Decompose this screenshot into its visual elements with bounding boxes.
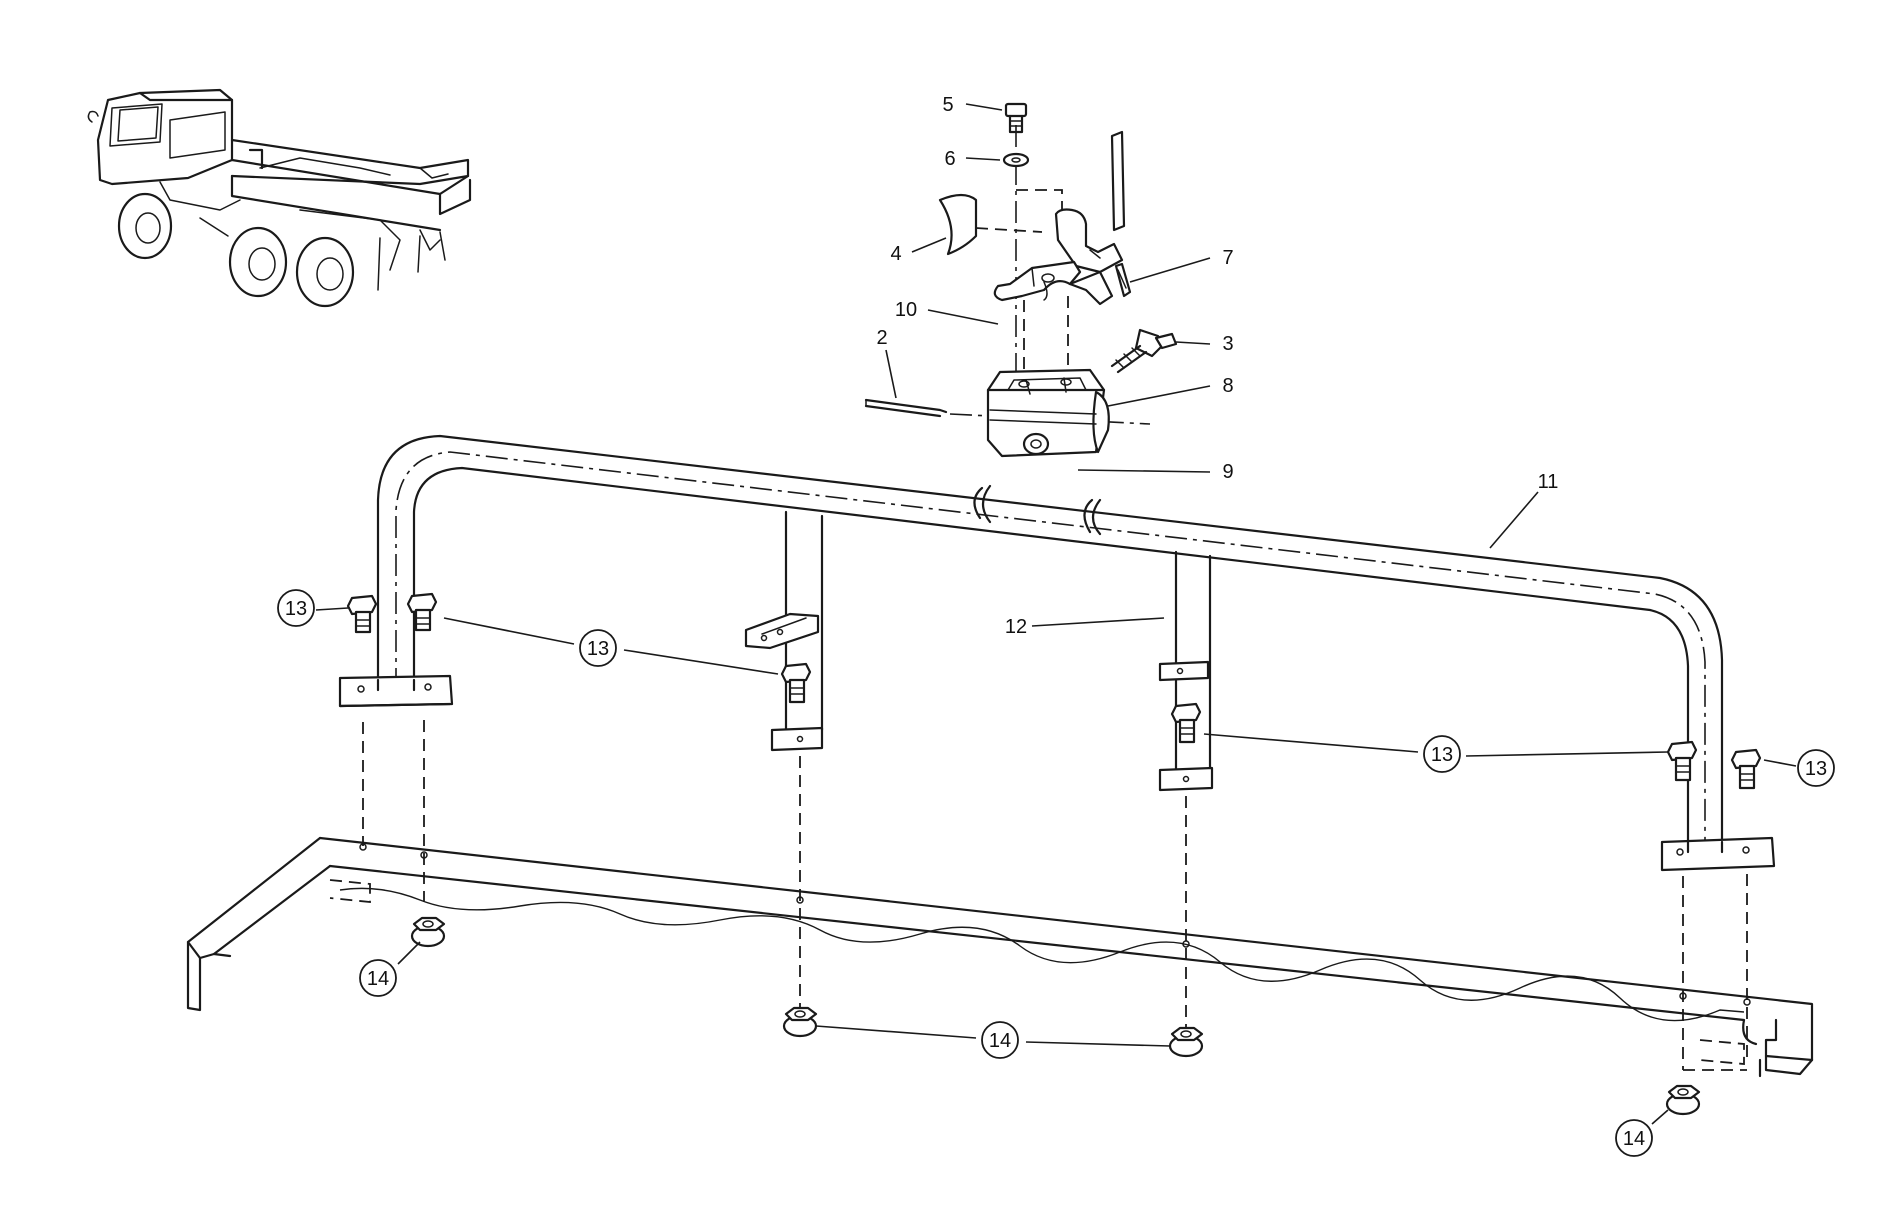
callout-6: 6 [944,148,955,170]
callout-14-a: 14 [359,959,397,997]
callout-12: 12 [1005,616,1027,638]
bolt-axis-lines [362,720,1748,1071]
leader-lines [315,103,1797,1125]
callout-7: 7 [1222,247,1233,269]
washer-part-6 [1002,152,1030,168]
callout-2: 2 [876,327,887,349]
nut-14-b [782,1006,818,1038]
svg-text:13: 13 [1431,744,1453,766]
bolt-13-f [1730,748,1762,790]
svg-text:14: 14 [367,968,389,990]
bolt-13-c [780,662,812,704]
flange-bolts-part-13 [346,592,1762,790]
bracket-right-part-12 [1158,550,1214,792]
callout-labels: 5 6 4 7 10 3 2 8 9 11 12 13 13 13 13 14 [277,94,1835,1157]
truck-thumbnail [87,88,472,308]
bracket-left-part-12 [744,510,824,752]
clamp-block-part-8 [986,368,1110,458]
nut-14-d [1665,1084,1701,1116]
svg-text:13: 13 [587,638,609,660]
latch-lever-part-10 [993,130,1126,306]
bolt-13-d [1170,702,1202,744]
callout-10: 10 [895,299,917,321]
bolt-13-b [406,592,438,632]
bolt-13-a [346,594,378,634]
nut-14-a [410,916,446,948]
callout-3: 3 [1222,333,1233,355]
callout-11: 11 [1538,471,1559,493]
split-pin-part-7 [1114,262,1132,298]
svg-text:14: 14 [1623,1128,1645,1150]
bolt-13-e [1666,740,1698,782]
clamp-assembly [864,102,1178,458]
flange-nuts-part-14 [410,916,1701,1116]
curved-strip-part-4 [938,193,978,256]
callout-4: 4 [890,243,901,265]
bolt-part-5 [1004,102,1028,134]
svg-text:14: 14 [989,1030,1011,1052]
callout-14-c: 14 [1615,1119,1653,1157]
callout-13-a: 13 [277,589,315,627]
wing-bolt-part-3 [1110,328,1178,374]
svg-text:13: 13 [1805,758,1827,780]
callout-13-c: 13 [1423,735,1461,773]
floor-rail-channel [186,836,1814,1078]
callout-13-d: 13 [1797,749,1835,787]
nut-14-c [1168,1026,1204,1058]
callout-9: 9 [1222,461,1233,483]
support-bar-part-11 [338,434,1776,872]
svg-text:13: 13 [285,598,307,620]
rod-part-2 [864,398,948,418]
callout-8: 8 [1222,375,1233,397]
callout-5: 5 [942,94,953,116]
callout-13-b: 13 [579,629,617,667]
callout-14-b: 14 [981,1021,1019,1059]
nut-part-9 [1022,432,1050,456]
